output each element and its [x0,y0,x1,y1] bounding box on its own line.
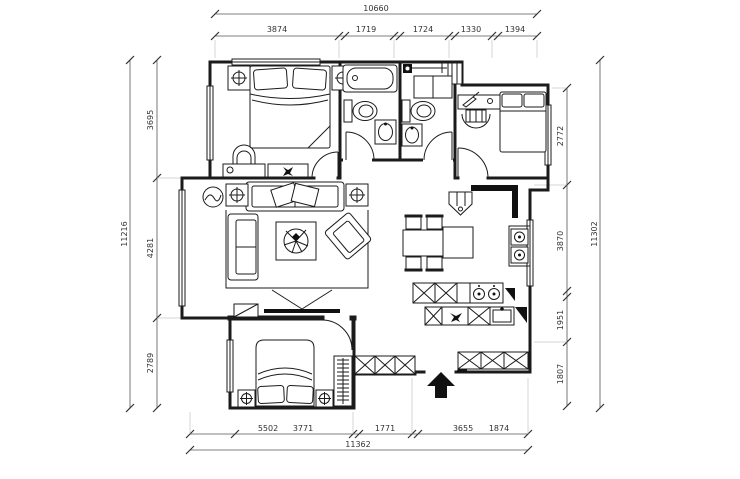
dresser [222,163,309,178]
dining-chair [404,256,423,272]
tv-cabinet [233,303,259,318]
dim-label: 10660 [363,4,388,13]
armchair [324,212,372,260]
door-swing [311,151,339,179]
dimension-top-total: 10660 [210,4,542,19]
dim-label: 4281 [146,238,155,258]
double-bed [255,339,315,407]
cooking-pot-icon [450,313,462,322]
ceiling-fan-icon [202,186,224,208]
door-swing [423,131,453,163]
stove [469,282,504,304]
bedroom-2 [457,91,547,153]
dim-label: 3870 [556,231,565,251]
balcony-door-leaf [515,307,527,323]
dim-label: 3655 [453,424,473,433]
hall-wall [512,185,518,218]
door-swing [321,319,353,351]
dim-label: 3771 [293,424,313,433]
dim-label: 1330 [461,25,481,34]
dim-label: 11216 [120,221,129,246]
bedroom-3 [237,339,353,408]
dimension-left-segments: 3695 4281 2789 [146,55,180,413]
dim-label: 11362 [345,440,370,449]
bath-counter [413,75,453,99]
bathroom-1 [342,64,398,145]
double-bed [249,65,331,149]
dimension-bottom-segments: 5502 3771 1771 3655 1874 [185,378,533,439]
dim-label: 1874 [489,424,509,433]
dim-label: 1394 [505,25,525,34]
door-swing [457,147,489,179]
bathtub [342,64,398,93]
wash-basin [401,123,423,147]
dim-label: 1807 [556,364,565,384]
dim-label: 1719 [356,25,376,34]
window [178,189,186,307]
side-table-lamp [345,183,369,207]
window [226,339,234,393]
bathroom-2 [401,63,453,147]
dining-chair [425,256,444,272]
sofa-three-seat [245,181,345,212]
entry-arrow-icon [427,372,455,398]
tv-icon [264,289,340,313]
single-bed [499,91,547,153]
loveseat [227,213,259,281]
kitchen [412,282,529,370]
master-bedroom [222,65,355,178]
base-cabinet [457,351,529,370]
door-swing [343,131,375,163]
dim-label: 2772 [556,126,565,146]
dimension-top-segments: 3874 1719 1724 1330 1394 [210,25,542,58]
toilet [401,99,436,123]
base-cabinet [424,306,491,326]
hall-cabinet [448,191,473,216]
potted-plant-icon [283,228,309,254]
dining-chair [425,214,444,230]
corner-unit [505,288,515,301]
window [231,58,321,66]
dim-label: 2789 [146,353,155,373]
dim-label: 5502 [258,424,278,433]
hall-wall [471,185,517,191]
dim-label: 1951 [556,310,565,330]
wash-basin [374,119,397,145]
shower-icon [403,63,447,73]
appliance-cabinet [508,225,531,267]
dimension-left-total: 11216 [120,55,135,413]
chair [232,144,256,168]
dining-chair [404,214,423,230]
dimension-right-total: 11302 [590,55,605,413]
kitchen-sink [489,306,515,326]
stool [461,109,491,129]
dim-label: 3874 [267,25,287,34]
window [206,85,214,161]
nightstand [227,65,251,91]
entry [354,355,455,398]
dim-label: 3695 [146,110,155,130]
toilet [343,99,378,123]
nightstand [315,389,334,408]
coffee-table [275,221,317,261]
shoe-cabinet [354,355,416,375]
rug [225,210,369,289]
nightstand [237,389,256,408]
dining-table [402,226,474,259]
wardrobe [333,355,353,407]
dining-area [402,191,531,272]
dim-label: 1724 [413,25,433,34]
dim-label: 1771 [375,424,395,433]
dim-label: 11302 [590,221,599,246]
dresser [457,91,501,110]
side-table-lamp [225,183,249,207]
base-cabinet [412,282,471,304]
dimension-bottom-total: 11362 [185,440,533,455]
dimension-right-segments: 2772 3870 1951 1807 [534,83,572,411]
living-room [202,181,372,318]
